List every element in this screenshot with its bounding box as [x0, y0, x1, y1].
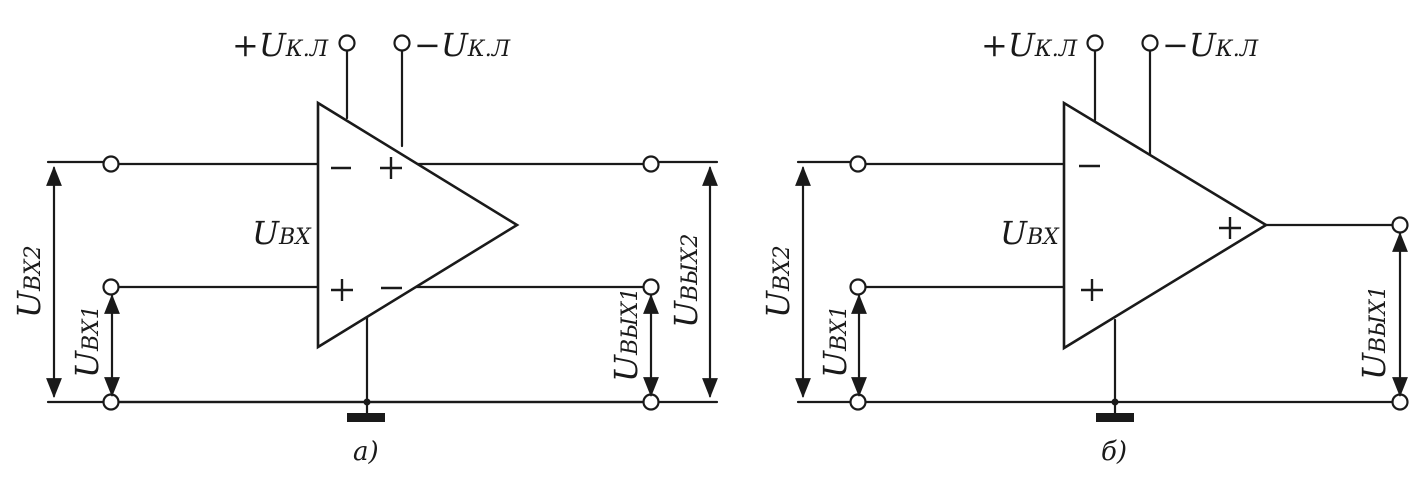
plus-sign-in-b — [1081, 279, 1103, 301]
junction-dot-b — [1111, 398, 1119, 406]
label-supply-pos: +UК.Л — [232, 26, 329, 64]
label-uvyx1-b: UВЫХ1 — [1355, 286, 1393, 380]
label-uvx: UВХ — [252, 214, 312, 252]
terminal-input-top-b — [849, 155, 867, 173]
plus-sign-out-b — [1219, 217, 1241, 239]
opamp-triangle-b — [1062, 100, 1269, 351]
label-uvx2: UВХ2 — [10, 245, 48, 318]
label-uvyx1: UВЫХ1 — [607, 288, 645, 382]
ground-symbol-b — [1096, 413, 1134, 422]
circuit-a: +UК.Л −UК.Л UВХ UВХ2 UВХ1 UВЫХ1 UВЫХ2 а) — [10, 26, 719, 467]
caption-a: а) — [353, 437, 379, 467]
terminal-ground-right-b — [1391, 393, 1409, 411]
terminal-ground-right — [642, 393, 660, 411]
plus-sign-out-top — [380, 157, 402, 179]
terminal-output-b — [1391, 216, 1409, 234]
label-uvx-b: UВХ — [1000, 214, 1060, 252]
label-uvx1-b: UВХ1 — [816, 305, 854, 378]
terminal-supply-neg — [393, 34, 411, 52]
label-uvx2-b: UВХ2 — [759, 245, 797, 318]
label-supply-pos-b: +UК.Л — [981, 26, 1078, 64]
terminal-input-bottom — [102, 278, 120, 296]
junction-dot — [363, 398, 371, 406]
terminal-supply-pos — [338, 34, 356, 52]
terminal-ground-left — [102, 393, 120, 411]
label-supply-neg: −UК.Л — [414, 26, 511, 64]
circuit-b: +UК.Л −UК.Л UВХ UВХ2 UВХ1 UВЫХ1 б) — [759, 26, 1409, 467]
caption-b: б) — [1101, 437, 1127, 467]
plus-sign-in — [331, 279, 353, 301]
terminal-supply-neg-b — [1141, 34, 1159, 52]
opamp-triangle — [316, 100, 520, 350]
label-uvx1: UВХ1 — [68, 305, 106, 378]
terminal-output-bottom — [642, 278, 660, 296]
ground-symbol — [347, 413, 385, 422]
label-uvyx2: UВЫХ2 — [667, 234, 705, 328]
terminal-output-top — [642, 155, 660, 173]
terminal-input-top — [102, 155, 120, 173]
terminal-ground-left-b — [849, 393, 867, 411]
terminal-input-bottom-b — [849, 278, 867, 296]
label-supply-neg-b: −UК.Л — [1162, 26, 1259, 64]
terminal-supply-pos-b — [1086, 34, 1104, 52]
